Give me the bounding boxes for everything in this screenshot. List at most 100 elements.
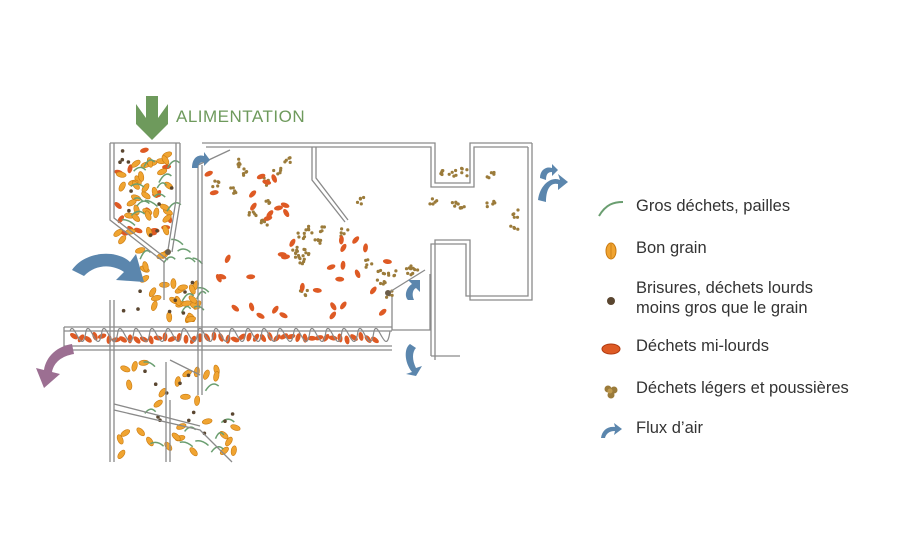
light-waste-particle bbox=[485, 201, 489, 205]
light-waste-particle bbox=[303, 248, 307, 252]
light-waste-particle bbox=[232, 191, 236, 195]
light-waste-particle bbox=[450, 201, 454, 205]
light-waste-particle bbox=[375, 278, 379, 282]
good-grain-particle bbox=[126, 379, 133, 391]
light-waste-particle bbox=[362, 195, 366, 200]
light-waste-particle bbox=[339, 231, 343, 235]
mid-heavy-waste-particle bbox=[252, 333, 260, 342]
good-grain-particle bbox=[174, 376, 181, 387]
light-waste-particle bbox=[456, 202, 460, 206]
light-waste-particle bbox=[242, 167, 246, 171]
good-grain-particle bbox=[170, 278, 177, 289]
mid-heavy-waste-particle bbox=[197, 333, 203, 343]
mid-heavy-waste-particle bbox=[127, 164, 133, 174]
mid-heavy-waste-particle bbox=[204, 170, 213, 177]
mid-heavy-waste-particle bbox=[248, 302, 255, 312]
mid-heavy-waste-particle bbox=[148, 335, 154, 345]
good-grain-particle bbox=[138, 171, 145, 182]
legend-item-light: Déchets légers et poussières bbox=[596, 378, 849, 404]
light-waste-particle bbox=[385, 295, 389, 299]
mid-heavy-waste-particle bbox=[307, 335, 317, 341]
light-waste-particle bbox=[287, 156, 291, 160]
light-waste-particle bbox=[465, 168, 469, 172]
mid-heavy-waste-particles bbox=[70, 147, 392, 345]
light-waste-particle bbox=[460, 171, 464, 175]
straw-particle bbox=[163, 256, 176, 264]
good-grain-particle bbox=[141, 183, 150, 193]
light-waste-particle bbox=[355, 200, 360, 204]
light-waste-particle bbox=[453, 204, 457, 208]
good-grain-particle bbox=[203, 369, 210, 380]
mid-heavy-waste-particle bbox=[119, 336, 127, 343]
broken-grain-particle bbox=[167, 309, 172, 314]
broken-grain-particle bbox=[120, 149, 125, 153]
good-grain-particle bbox=[118, 181, 126, 192]
light-waste-particle bbox=[512, 212, 516, 216]
mid-heavy-waste-particle bbox=[246, 274, 256, 280]
broken-grain-particle bbox=[230, 412, 235, 416]
mid-heavy-waste-particle bbox=[218, 333, 224, 342]
light-waste-particle bbox=[295, 245, 299, 249]
mid-heavy-waste-particle bbox=[299, 282, 305, 292]
straw-particle bbox=[193, 305, 205, 311]
light-waste-particle bbox=[313, 238, 317, 242]
light-waste-particle bbox=[247, 211, 251, 215]
light-waste-particle bbox=[307, 228, 311, 232]
light-waste-particle bbox=[493, 201, 497, 205]
mid-heavy-waste-particle bbox=[340, 260, 346, 270]
light-waste-particle bbox=[381, 282, 385, 286]
good-grain-particle bbox=[188, 284, 196, 295]
broken-grain-particle bbox=[148, 233, 153, 237]
straw-particle bbox=[153, 193, 166, 198]
mid-heavy-waste-particle bbox=[338, 235, 344, 245]
mid-heavy-waste-particle bbox=[114, 202, 122, 209]
light-waste-particle bbox=[416, 268, 420, 272]
mid-heavy-waste-particle bbox=[382, 259, 392, 265]
broken-grain-particle bbox=[121, 308, 126, 313]
mid-heavy-waste-particle bbox=[363, 243, 368, 253]
straw-icon bbox=[598, 201, 624, 217]
straw-particle bbox=[177, 248, 192, 253]
light-waste-particle bbox=[447, 172, 451, 176]
mid-heavy-waste-particle bbox=[326, 264, 336, 270]
light-waste-particle bbox=[265, 223, 269, 227]
light-waste-particle bbox=[406, 271, 410, 275]
good-grain-particle bbox=[117, 449, 126, 459]
good-grain-particle bbox=[118, 235, 127, 245]
light-waste-particle bbox=[293, 255, 298, 259]
air-flow-icon bbox=[601, 423, 622, 438]
light-waste-particle bbox=[404, 267, 409, 271]
light-waste-particle bbox=[217, 180, 221, 184]
mid-heavy-waste-particle bbox=[358, 331, 364, 341]
good-grain-particle bbox=[171, 432, 181, 441]
mid-heavy-waste-particle bbox=[271, 174, 278, 183]
mid-heavy-waste-particle bbox=[140, 147, 149, 153]
good-grain-particle bbox=[189, 302, 200, 310]
light-waste-particle bbox=[244, 170, 248, 174]
mid-heavy-waste-particle bbox=[189, 335, 197, 344]
mid-heavy-waste-particle bbox=[250, 202, 257, 211]
broken-grain-particles bbox=[118, 149, 235, 436]
mid-heavy-waste-particle bbox=[262, 179, 272, 185]
good-grain-particle bbox=[213, 371, 220, 382]
mid-heavy-waste-particle bbox=[281, 254, 290, 260]
straw-particle bbox=[180, 305, 192, 314]
broken-grain-particle bbox=[186, 373, 191, 378]
broken-grain-particle bbox=[173, 298, 178, 303]
mid-heavy-waste-particle bbox=[369, 286, 377, 295]
straw-particle bbox=[195, 440, 210, 447]
broken-grain-particle bbox=[181, 311, 186, 315]
light-waste-particle bbox=[409, 273, 413, 277]
mid-heavy-waste-particle bbox=[279, 312, 288, 319]
light-waste-particle bbox=[516, 227, 520, 231]
light-waste-icon bbox=[604, 385, 618, 399]
broken-grain-particle bbox=[136, 307, 140, 311]
light-waste-particle bbox=[366, 258, 370, 262]
straw-particle bbox=[166, 160, 181, 169]
pivot-point bbox=[165, 249, 171, 255]
mid-heavy-waste-particle bbox=[274, 205, 283, 211]
mid-heavy-waste-particle bbox=[84, 335, 92, 343]
light-waste-particle bbox=[300, 262, 304, 266]
broken-grain-particle bbox=[190, 280, 195, 285]
light-waste-particle bbox=[284, 158, 288, 162]
